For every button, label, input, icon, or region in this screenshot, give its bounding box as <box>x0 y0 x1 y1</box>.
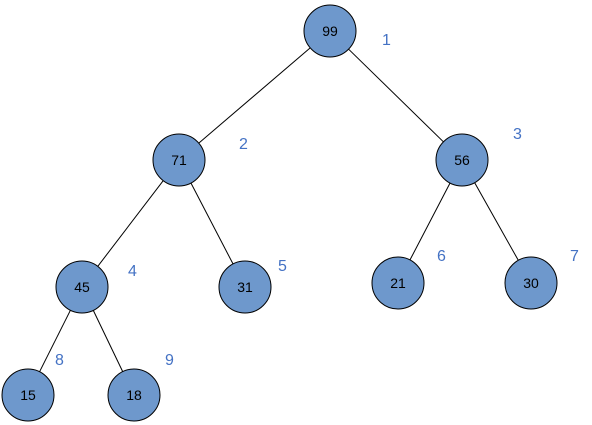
node-index-label: 2 <box>239 136 248 153</box>
edge-4-8 <box>39 310 71 372</box>
node-circle <box>152 133 206 187</box>
node-index-label: 6 <box>437 248 446 265</box>
node-circle <box>218 260 272 314</box>
node-value: 31 <box>237 279 253 295</box>
tree-node-4: 45 <box>55 260 109 314</box>
node-circle <box>504 256 558 310</box>
edge-2-5 <box>190 182 234 265</box>
edge-1-3 <box>348 48 444 143</box>
node-value: 45 <box>74 279 90 295</box>
node-value: 56 <box>454 152 470 168</box>
node-circle <box>435 133 489 187</box>
tree-node-6: 21 <box>371 256 425 310</box>
node-circle <box>1 368 55 422</box>
node-value: 71 <box>171 152 187 168</box>
node-circle <box>107 368 161 422</box>
edge-3-7 <box>474 182 519 261</box>
tree-node-2: 71 <box>152 133 206 187</box>
node-index-label: 8 <box>55 352 64 369</box>
tree-node-8: 15 <box>1 368 55 422</box>
node-value: 18 <box>126 387 142 403</box>
tree-node-9: 18 <box>107 368 161 422</box>
node-circle <box>55 260 109 314</box>
node-value: 15 <box>20 387 36 403</box>
edges-layer <box>39 47 519 372</box>
node-index-label: 9 <box>165 352 174 369</box>
tree-node-7: 30 <box>504 256 558 310</box>
node-index-label: 7 <box>570 248 579 265</box>
edge-3-6 <box>409 182 451 261</box>
node-value: 21 <box>390 275 406 291</box>
node-value: 99 <box>322 23 338 39</box>
node-circle <box>371 256 425 310</box>
edge-4-9 <box>92 310 124 372</box>
tree-node-5: 31 <box>218 260 272 314</box>
node-index-label: 5 <box>278 258 287 275</box>
node-index-label: 4 <box>128 263 137 280</box>
tree-node-1: 99 <box>303 4 357 58</box>
node-value: 30 <box>523 275 539 291</box>
node-circle <box>303 4 357 58</box>
node-index-label: 1 <box>382 32 391 49</box>
edge-2-4 <box>97 180 164 267</box>
edge-1-2 <box>198 47 311 144</box>
tree-node-3: 56 <box>435 133 489 187</box>
node-index-label: 3 <box>513 126 522 143</box>
